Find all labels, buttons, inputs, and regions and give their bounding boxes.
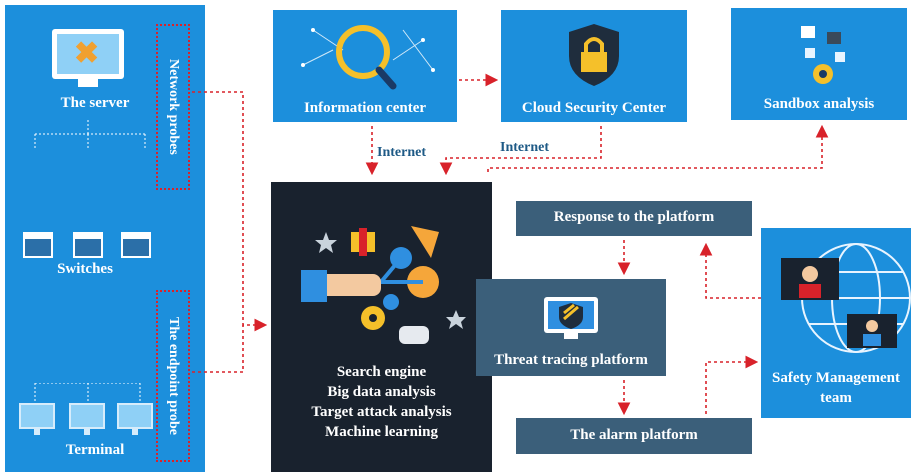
alarm-platform-box: The alarm platform: [516, 418, 752, 454]
safety-management-team-box: Safety Management team: [761, 228, 911, 418]
monitor-shield-icon: [544, 297, 598, 339]
alarm-platform-label: The alarm platform: [570, 427, 698, 443]
core-line: Big data analysis: [327, 384, 436, 400]
analysis-core-box: Search engine Big data analysis Target a…: [271, 182, 492, 472]
sandbox-analysis-box: Sandbox analysis: [731, 8, 907, 120]
core-capabilities-text: Search engine Big data analysis Target a…: [271, 362, 492, 442]
switch-icon: [23, 232, 53, 258]
information-center-box: Information center: [273, 10, 457, 122]
server-label: The server: [60, 95, 130, 111]
internet-label: Internet: [500, 140, 549, 155]
terminal-monitor-icon: [117, 403, 153, 435]
terminal-monitor-icon: [69, 403, 105, 435]
terminal-label: Terminal: [65, 442, 125, 458]
threat-tracing-platform-box: Threat tracing platform: [476, 279, 666, 376]
data-analysis-hand-icon: [301, 226, 466, 344]
core-line: Search engine: [336, 364, 427, 380]
switch-icon: [121, 232, 151, 258]
tools-icon: ✖: [74, 37, 100, 70]
server-tree-connector: [34, 120, 146, 150]
core-line: Machine learning: [325, 424, 438, 440]
terminal-tree-connector: [34, 383, 141, 401]
sandbox-cluster-icon: [801, 26, 845, 84]
shield-lock-icon: [569, 24, 619, 86]
magnifier-network-icon: [301, 25, 435, 90]
network-probes-label: Network probes: [156, 24, 190, 190]
cloud-security-center-label: Cloud Security Center: [521, 100, 667, 116]
response-platform-label: Response to the platform: [553, 209, 715, 225]
core-line: Target attack analysis: [311, 404, 452, 420]
information-center-label: Information center: [303, 100, 427, 116]
switch-icon: [73, 232, 103, 258]
left-device-panel: ✖ The server Switches Terminal: [5, 5, 205, 472]
response-platform-box: Response to the platform: [516, 201, 752, 236]
endpoint-probe-label: The endpoint probe: [156, 290, 190, 462]
terminal-monitor-icon: [19, 403, 55, 435]
safety-management-team-label: Safety Management team: [772, 370, 900, 406]
switches-label: Switches: [57, 261, 113, 277]
threat-tracing-platform-label: Threat tracing platform: [494, 352, 648, 368]
globe-users-icon: [781, 243, 911, 353]
internet-label: Internet: [377, 145, 426, 160]
sandbox-analysis-label: Sandbox analysis: [763, 96, 875, 112]
server-monitor-icon: ✖: [52, 29, 124, 79]
cloud-security-center-box: Cloud Security Center: [501, 10, 687, 122]
